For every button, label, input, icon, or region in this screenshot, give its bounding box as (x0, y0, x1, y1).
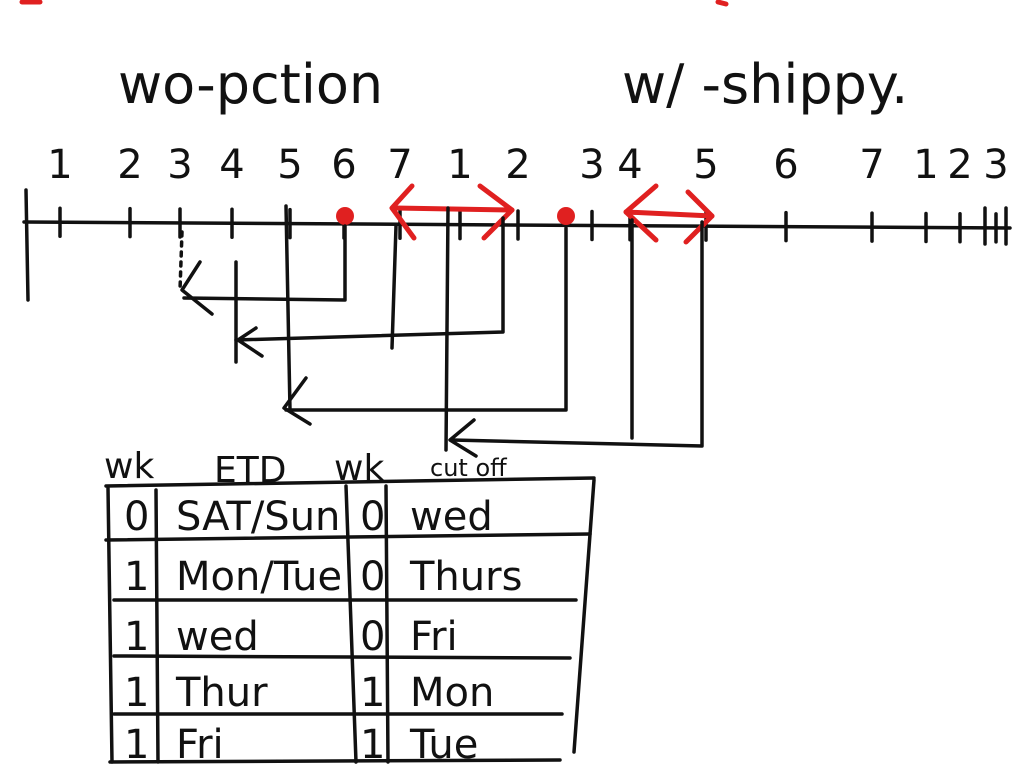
top-red-mark-right (715, 0, 729, 7)
tick-label-15: 2 (947, 142, 972, 188)
table-cell-r4-c0: 1 (124, 722, 149, 768)
timeline-axis (22, 188, 1012, 302)
table-cell-r0-c3: wed (410, 494, 493, 540)
tick-label-0: 1 (47, 142, 72, 188)
table-cell-r2-c0: 1 (124, 614, 149, 660)
tick-label-13: 7 (859, 142, 884, 188)
table-cell-r1-c0: 1 (124, 554, 149, 600)
tick-label-8: 2 (505, 142, 530, 188)
title-with-shipping: w/ -shippy. (622, 53, 908, 116)
header-cut-off: cut off (430, 454, 507, 482)
tick-label-7: 1 (447, 142, 472, 188)
table-cell-r3-c2: 1 (360, 670, 385, 716)
table-grid (104, 476, 596, 764)
tick-label-12: 6 (773, 142, 798, 188)
tick-label-3: 4 (219, 142, 244, 188)
tick-label-2: 3 (167, 142, 192, 188)
connector-lines (178, 204, 704, 458)
table-cell-r1-c1: Mon/Tue (176, 554, 342, 600)
tick-label-6: 7 (387, 142, 412, 188)
table-cell-r0-c1: SAT/Sun (176, 494, 340, 540)
table-cell-r3-c0: 1 (124, 670, 149, 716)
tick-label-14: 1 (913, 142, 938, 188)
table-cell-r1-c3: Thurs (409, 554, 522, 600)
tick-label-16: 3 (983, 142, 1008, 188)
table-cell-r3-c3: Mon (410, 670, 494, 716)
table-cell-r0-c0: 0 (124, 494, 149, 540)
table-cell-r4-c1: Fri (176, 722, 224, 768)
table-cell-r1-c2: 0 (360, 554, 385, 600)
table-cell-r3-c1: Thur (175, 670, 268, 716)
red-markers (336, 183, 715, 245)
table-cell-r2-c1: wed (176, 614, 259, 660)
tick-label-11: 5 (693, 142, 718, 188)
tick-label-9: 3 (579, 142, 604, 188)
title-without-production: wo-pction (118, 53, 383, 116)
table-cell-r0-c2: 0 (360, 494, 385, 540)
tick-label-1: 2 (117, 142, 142, 188)
table-cell-r2-c2: 0 (360, 614, 385, 660)
table-cell-r4-c3: Tue (409, 722, 478, 768)
table-cell-r4-c2: 1 (360, 722, 385, 768)
tick-label-5: 6 (331, 142, 356, 188)
header-week-1: wk (104, 446, 154, 487)
table-cell-r2-c3: Fri (410, 614, 458, 660)
tick-label-10: 4 (617, 142, 642, 188)
tick-label-4: 5 (277, 142, 302, 188)
